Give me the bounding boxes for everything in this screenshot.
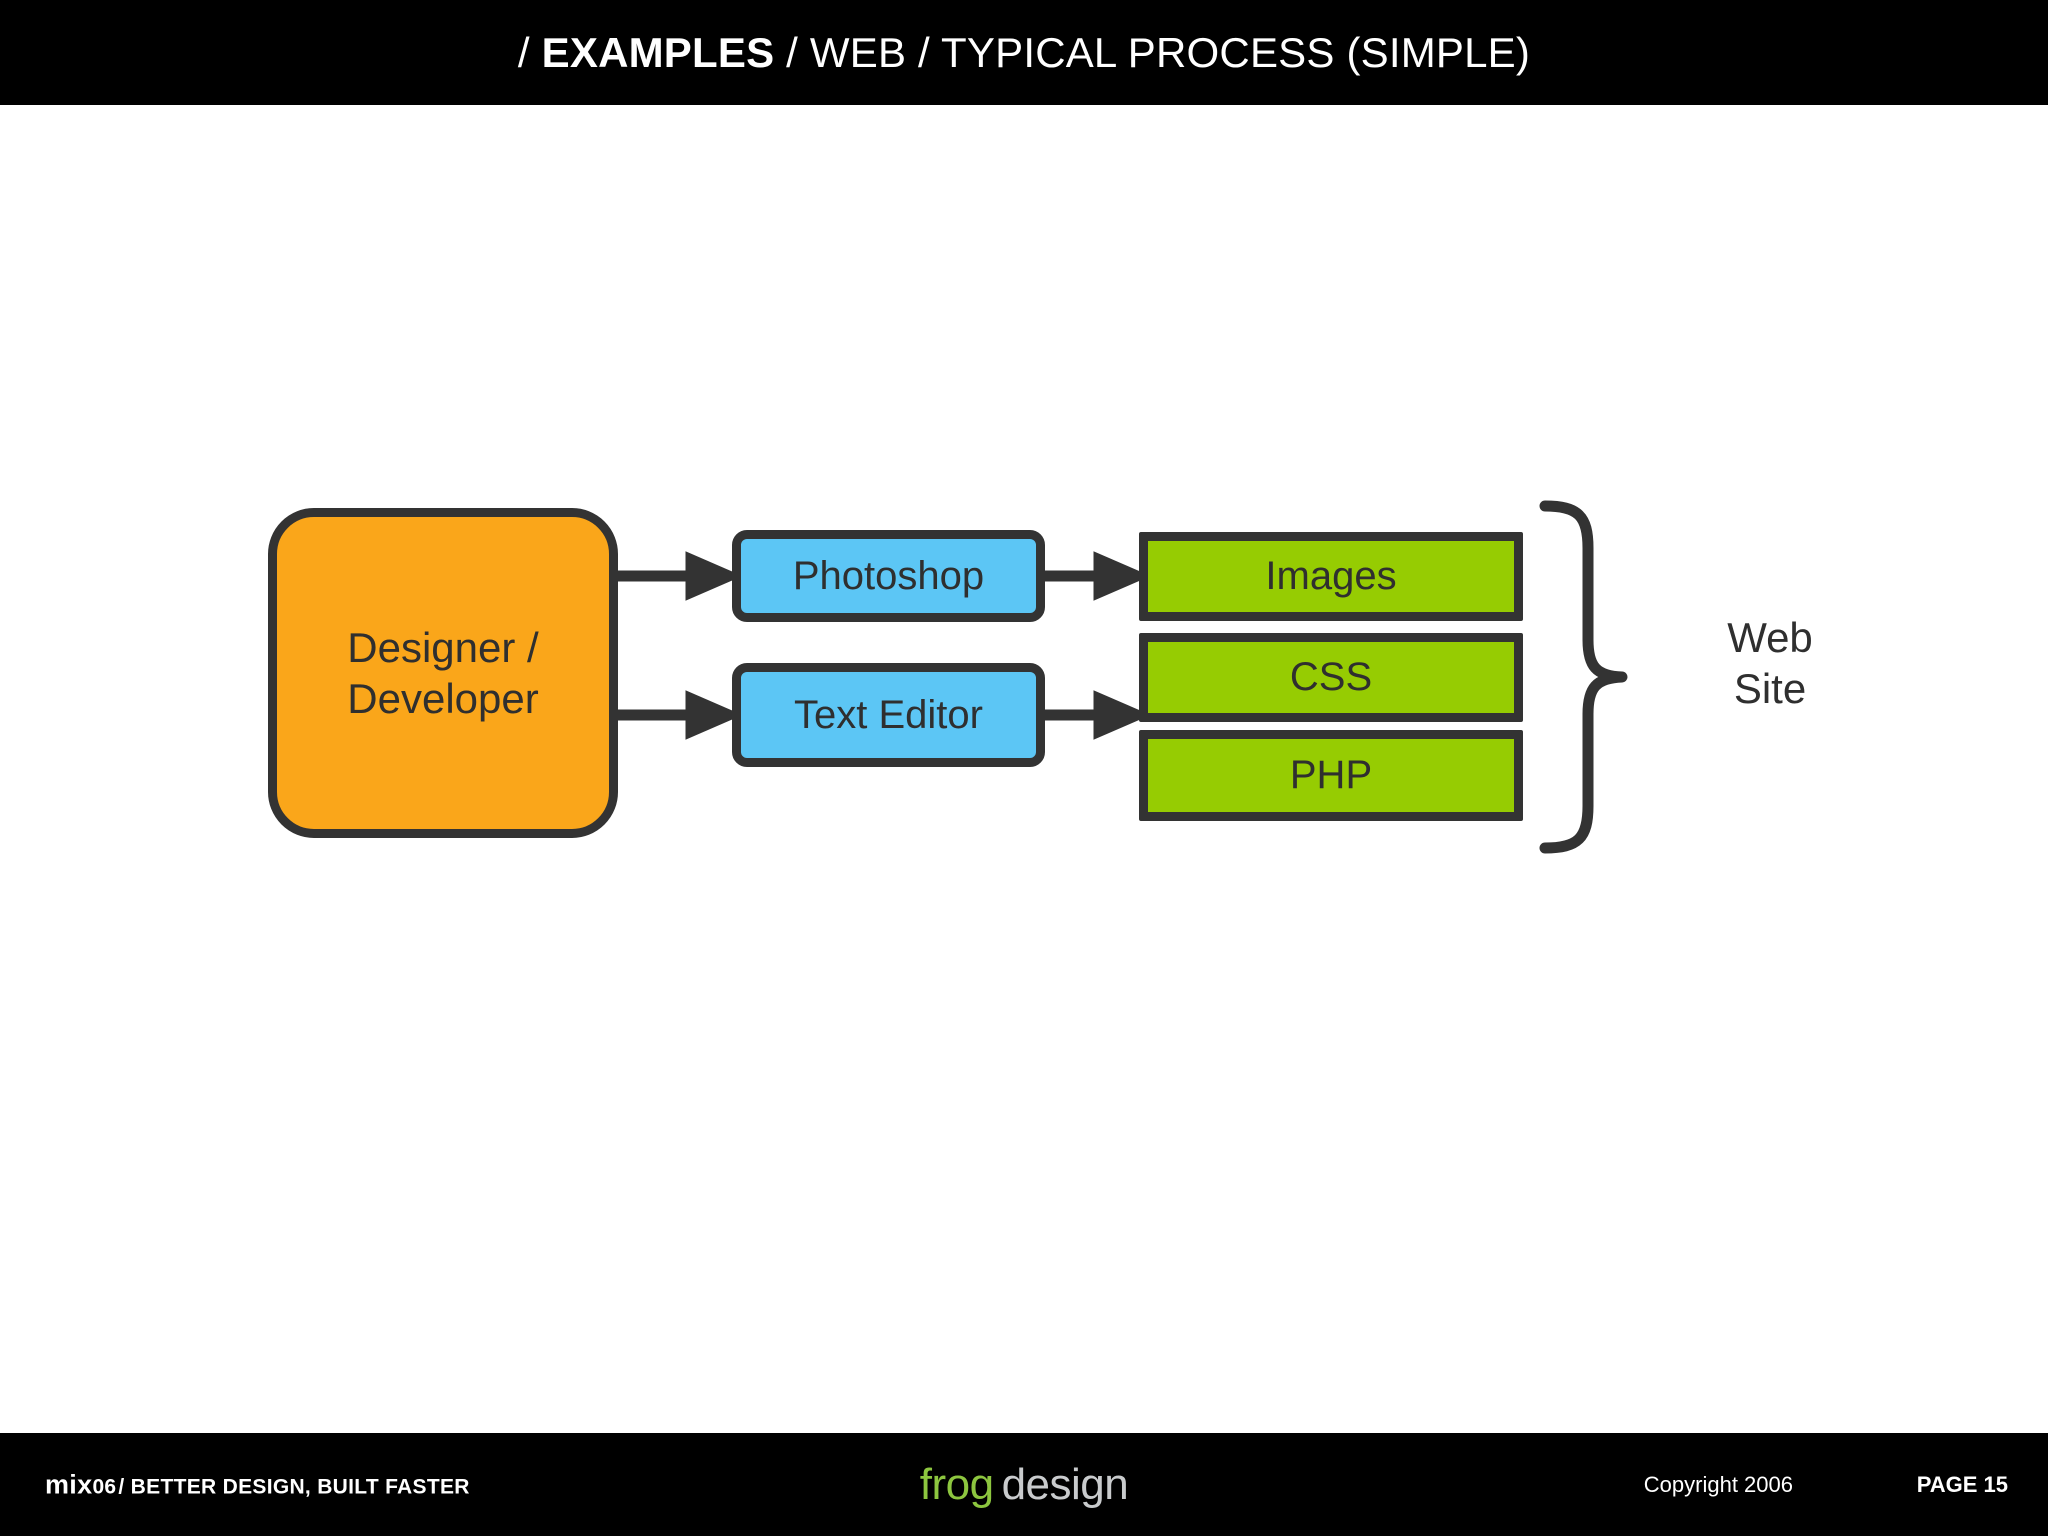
page-title-prefix: / [517,28,542,76]
page-title-emphasis: EXAMPLES [541,28,775,76]
page-title-suffix: / WEB / TYPICAL PROCESS (SIMPLE) [774,28,1531,76]
design-wordmark: design [1001,1459,1129,1509]
group-label-line1: Web [1727,614,1813,661]
node-images[interactable]: Images [1139,532,1523,621]
footer-page-number: PAGE 15 [1916,1471,2008,1497]
node-php-label: PHP [1289,753,1373,798]
node-designer-line1: Designer / [347,623,539,671]
frog-wordmark: frog [919,1459,994,1509]
node-images-label: Images [1265,554,1397,599]
node-text-editor[interactable]: Text Editor [732,663,1045,767]
node-designer-developer-label: Designer /Developer [347,622,538,724]
footer-tagline: / BETTER DESIGN, BUILT FASTER [118,1475,470,1498]
footer-copyright: Copyright 2006 [1643,1471,1793,1497]
node-designer-developer[interactable]: Designer /Developer [268,508,618,838]
node-php[interactable]: PHP [1139,730,1523,821]
slide-header-bar: / EXAMPLES / WEB / TYPICAL PROCESS (SIMP… [0,0,2048,105]
node-css-label: CSS [1289,655,1373,700]
node-photoshop[interactable]: Photoshop [732,530,1045,622]
footer-brand-mix: mix [45,1469,93,1499]
group-label-line2: Site [1733,665,1807,713]
node-designer-line2: Developer [347,675,539,722]
group-brace [1539,500,1628,854]
node-css[interactable]: CSS [1139,633,1523,722]
node-text-editor-label: Text Editor [794,692,983,737]
node-photoshop-label: Photoshop [792,553,985,598]
footer-brand-version: 06 [92,1475,117,1498]
page-title: / EXAMPLES / WEB / TYPICAL PROCESS (SIMP… [518,29,1530,77]
